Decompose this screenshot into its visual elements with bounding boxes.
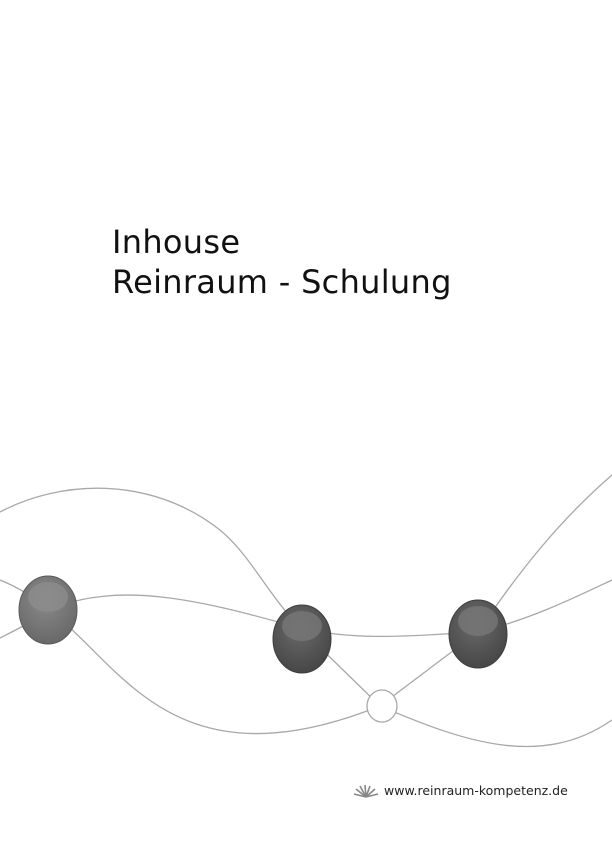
document-title: Inhouse Reinraum - Schulung [112, 222, 452, 302]
hollow-node [366, 689, 398, 723]
network-wave-graphic [0, 474, 612, 748]
title-line-1: Inhouse [112, 223, 241, 261]
sphere-node-3 [448, 599, 508, 669]
sunburst-icon [353, 784, 379, 798]
sphere-node-1 [18, 575, 78, 645]
footer: www.reinraum-kompetenz.de [352, 783, 568, 798]
website-url: www.reinraum-kompetenz.de [384, 783, 568, 798]
sphere-node-2 [272, 604, 332, 674]
title-line-2: Reinraum - Schulung [112, 263, 452, 301]
